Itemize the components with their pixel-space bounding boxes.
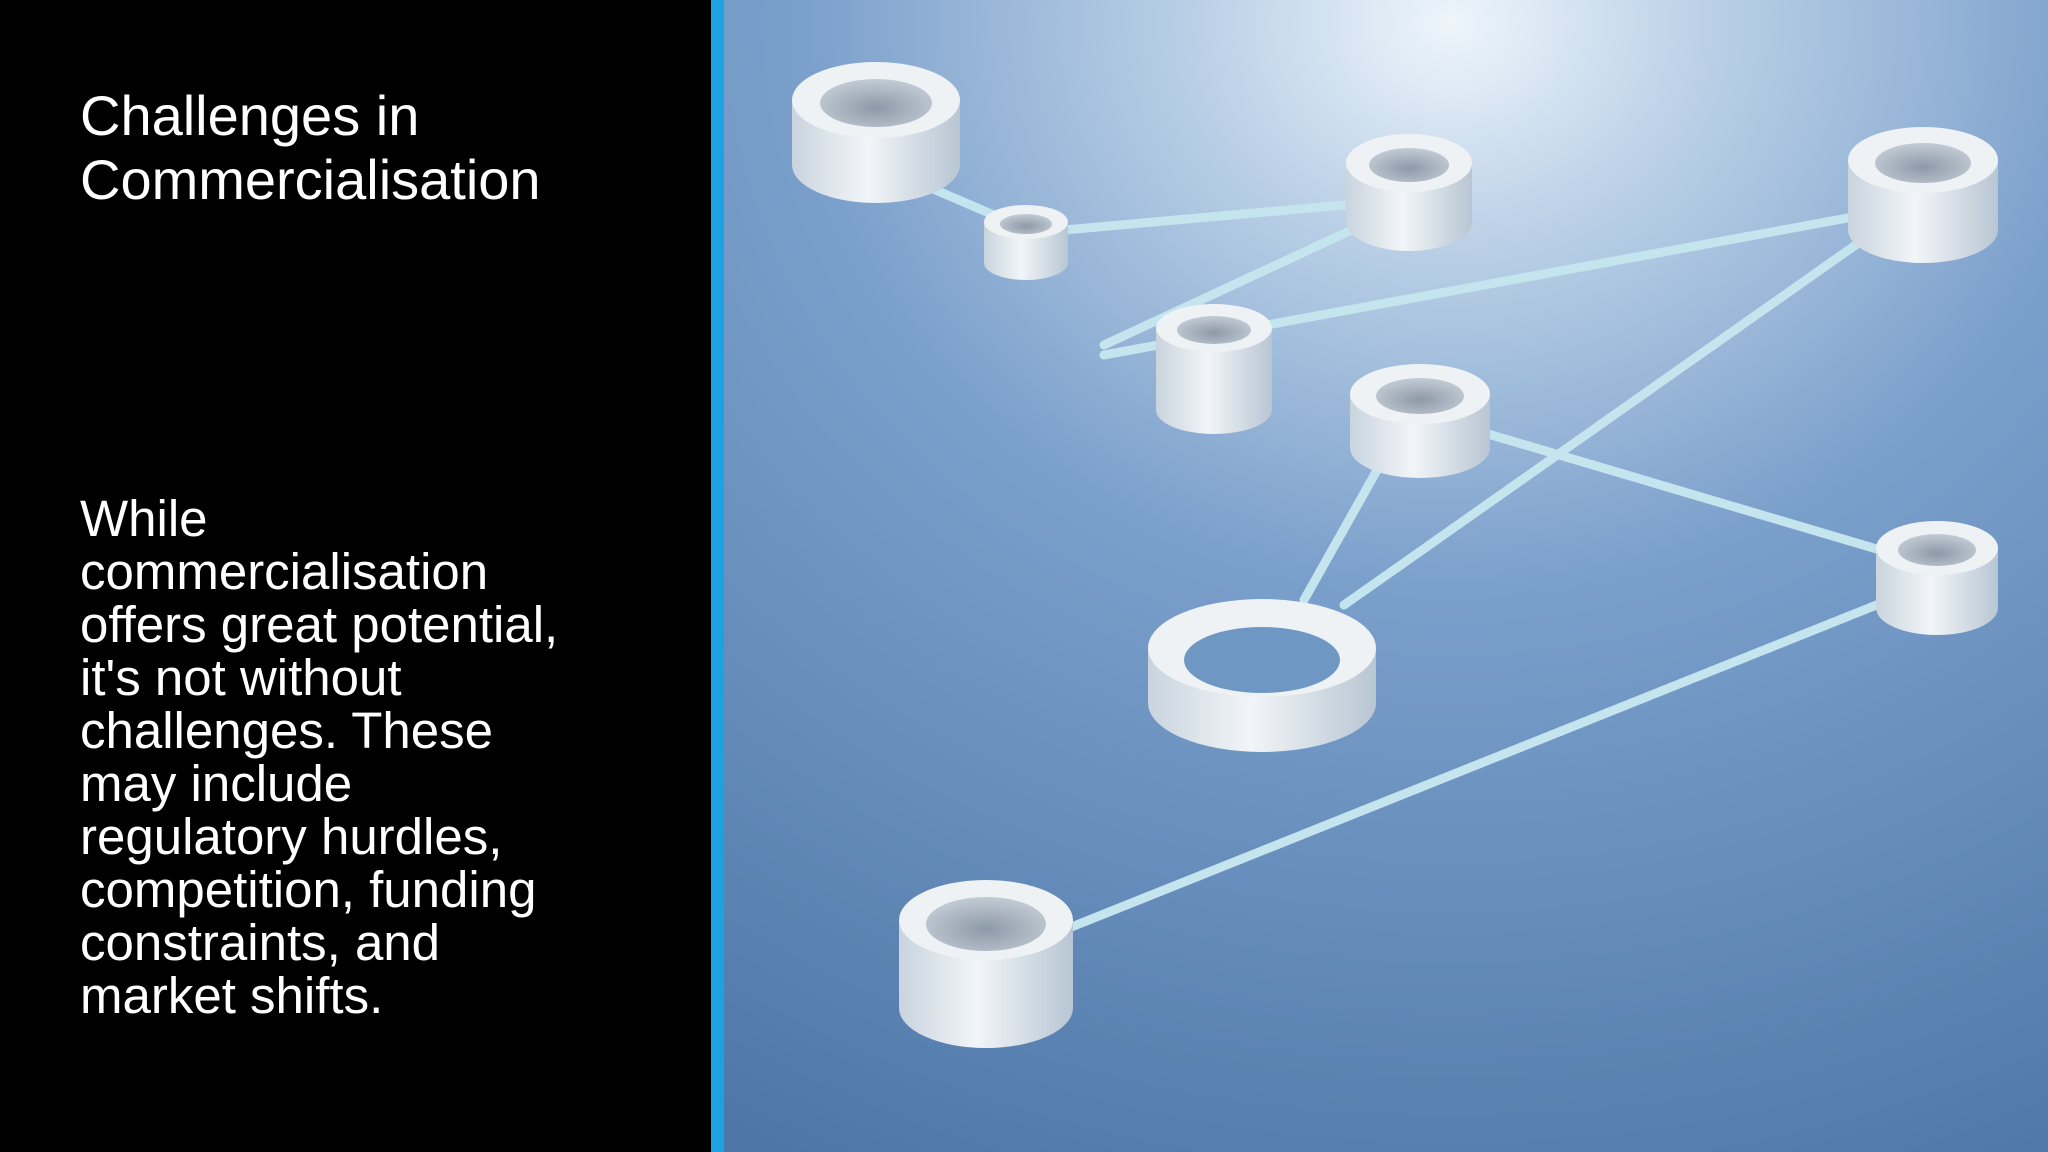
slide-body-text: While commercialisation offers great pot…: [80, 490, 559, 1024]
ring-node-2: [984, 205, 1068, 280]
slide-title: Challenges in Commercialisation: [80, 84, 541, 211]
accent-divider-bar: [711, 0, 724, 1152]
ring-node-8: [1876, 521, 1998, 635]
ring-node-3: [1346, 134, 1472, 251]
ring-node-4: [1848, 127, 1998, 263]
ring-node-6: [1350, 364, 1490, 478]
left-text-panel: Challenges in Commercialisation While co…: [0, 0, 711, 1152]
ring-node-7: [1148, 599, 1376, 752]
network-nodes-image: [724, 0, 2048, 1152]
ring-node-1: [792, 62, 960, 203]
ring-node-5: [1156, 304, 1272, 434]
ring-node-9: [899, 880, 1073, 1048]
